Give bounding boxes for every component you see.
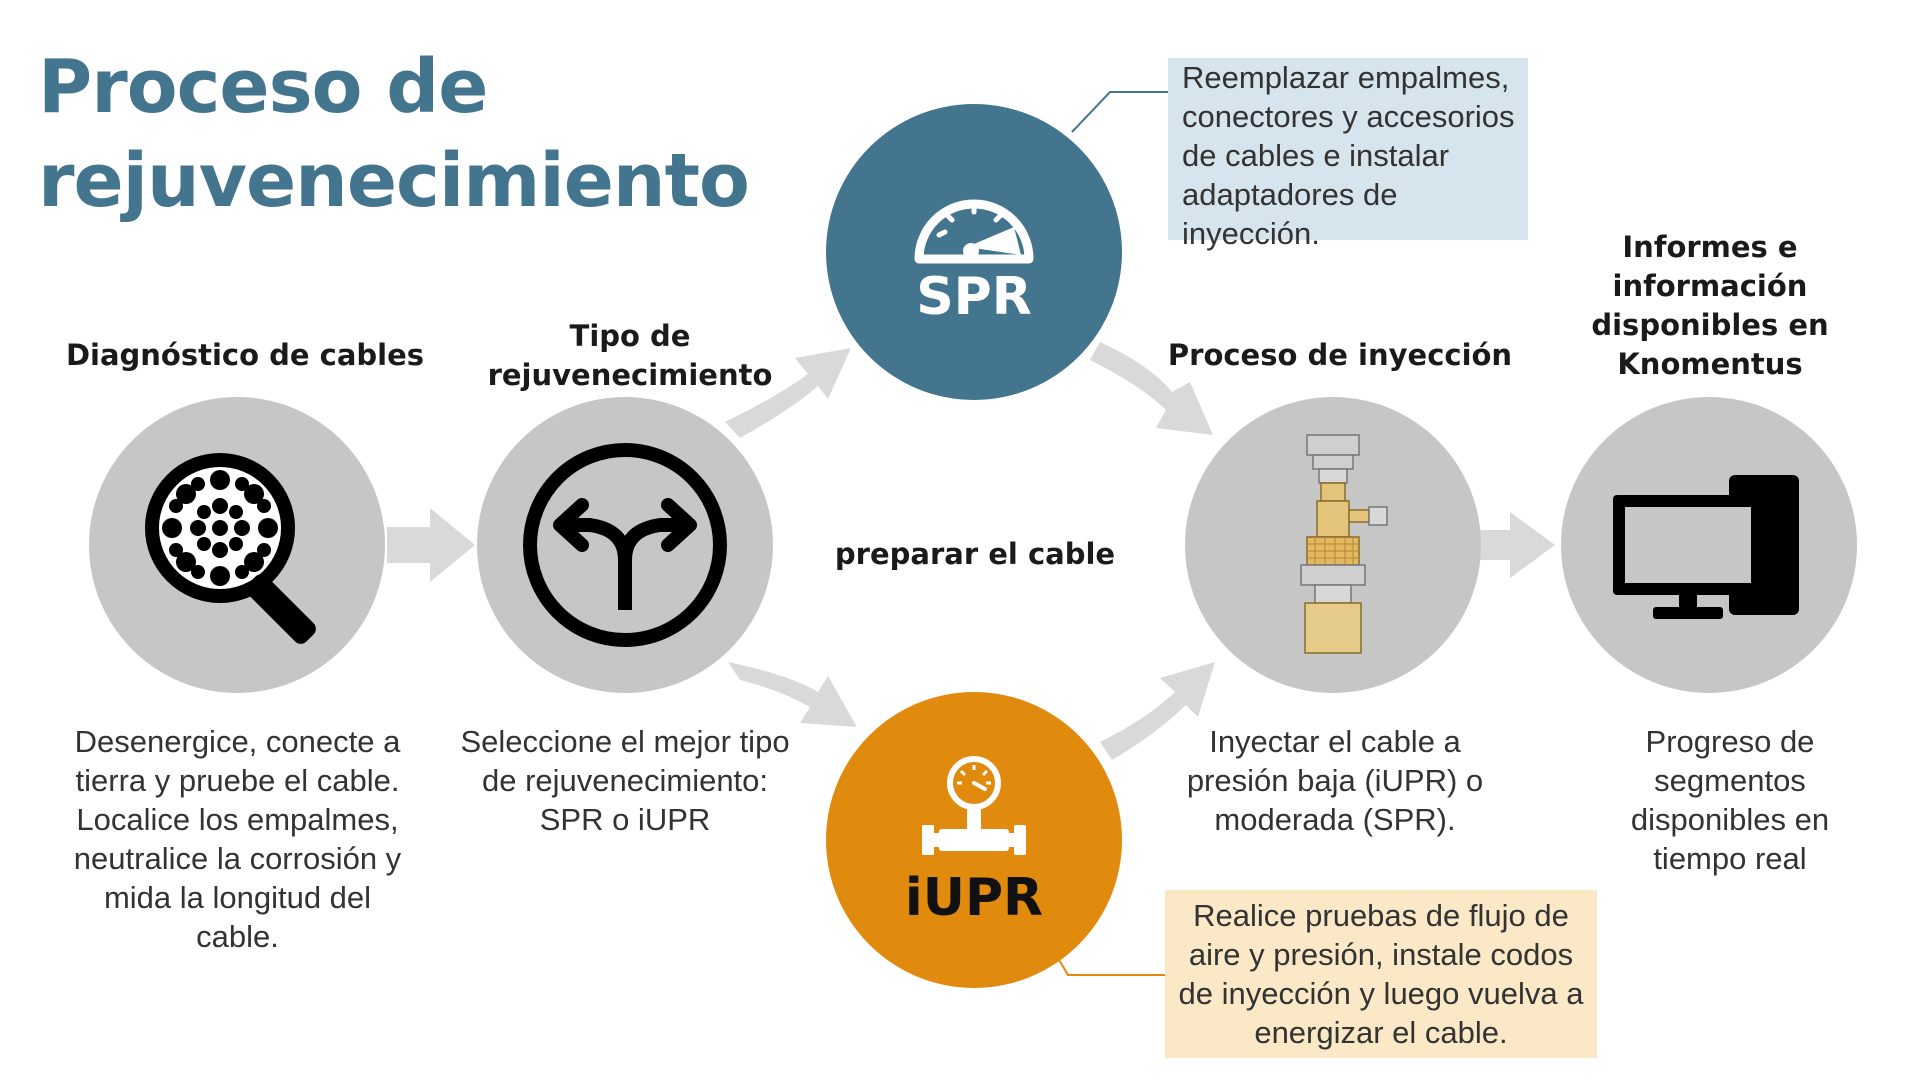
step-desc-knomentus: Progreso de segmentos disponibles en tie… (1630, 724, 1830, 876)
arrow-iupr-to-injection (1100, 662, 1215, 760)
speedometer-icon (914, 199, 1034, 264)
injection-adapter-icon (1300, 434, 1388, 654)
magnifier-cable-icon (145, 453, 316, 644)
step-circle-tipo (477, 397, 773, 693)
arrow-step1-to-step2 (387, 508, 475, 582)
fork-arrows-icon (523, 443, 727, 647)
step-circle-knomentus (1561, 397, 1857, 693)
page-title: Proceso de rejuvenecimiento (38, 44, 750, 224)
spr-callout-line (1071, 91, 1168, 133)
step-heading-knomentus: Informes e información disponibles en Kn… (1591, 230, 1829, 381)
step-circle-inyeccion (1185, 397, 1481, 693)
step-heading-inyeccion: Proceso de inyección (1167, 338, 1513, 372)
step-desc-tipo: Seleccione el mejor tipo de rejuvenecimi… (460, 724, 790, 837)
step-desc-inyeccion: Inyectar el cable a presión baja (iUPR) … (1186, 724, 1484, 837)
computer-monitor-icon (1613, 475, 1799, 619)
spr-note: Reemplazar empalmes, conectores y acceso… (1168, 58, 1528, 251)
arrow-to-spr (725, 348, 851, 438)
step-desc-diagnostico: Desenergice, conecte a tierra y pruebe e… (73, 724, 402, 954)
arrow-step4-to-step5 (1470, 512, 1555, 578)
step-heading-diagnostico: Diagnóstico de cables (65, 338, 425, 372)
spr-circle: SPR (826, 104, 1122, 400)
iupr-label: iUPR (904, 867, 1044, 928)
spr-label: SPR (916, 267, 1032, 327)
iupr-note: Realice pruebas de flujo de aire y presi… (1165, 890, 1597, 1058)
iupr-callout-line (1057, 957, 1165, 976)
center-label: preparar el cable (834, 537, 1116, 571)
iupr-circle: iUPR (826, 692, 1122, 988)
step-heading-tipo: Tipo de rejuvenecimiento (487, 319, 773, 392)
step-circle-diagnostico (89, 397, 385, 693)
pressure-gauge-icon (922, 755, 1026, 855)
arrow-to-iupr (728, 662, 857, 727)
arrow-spr-to-injection (1090, 342, 1213, 435)
